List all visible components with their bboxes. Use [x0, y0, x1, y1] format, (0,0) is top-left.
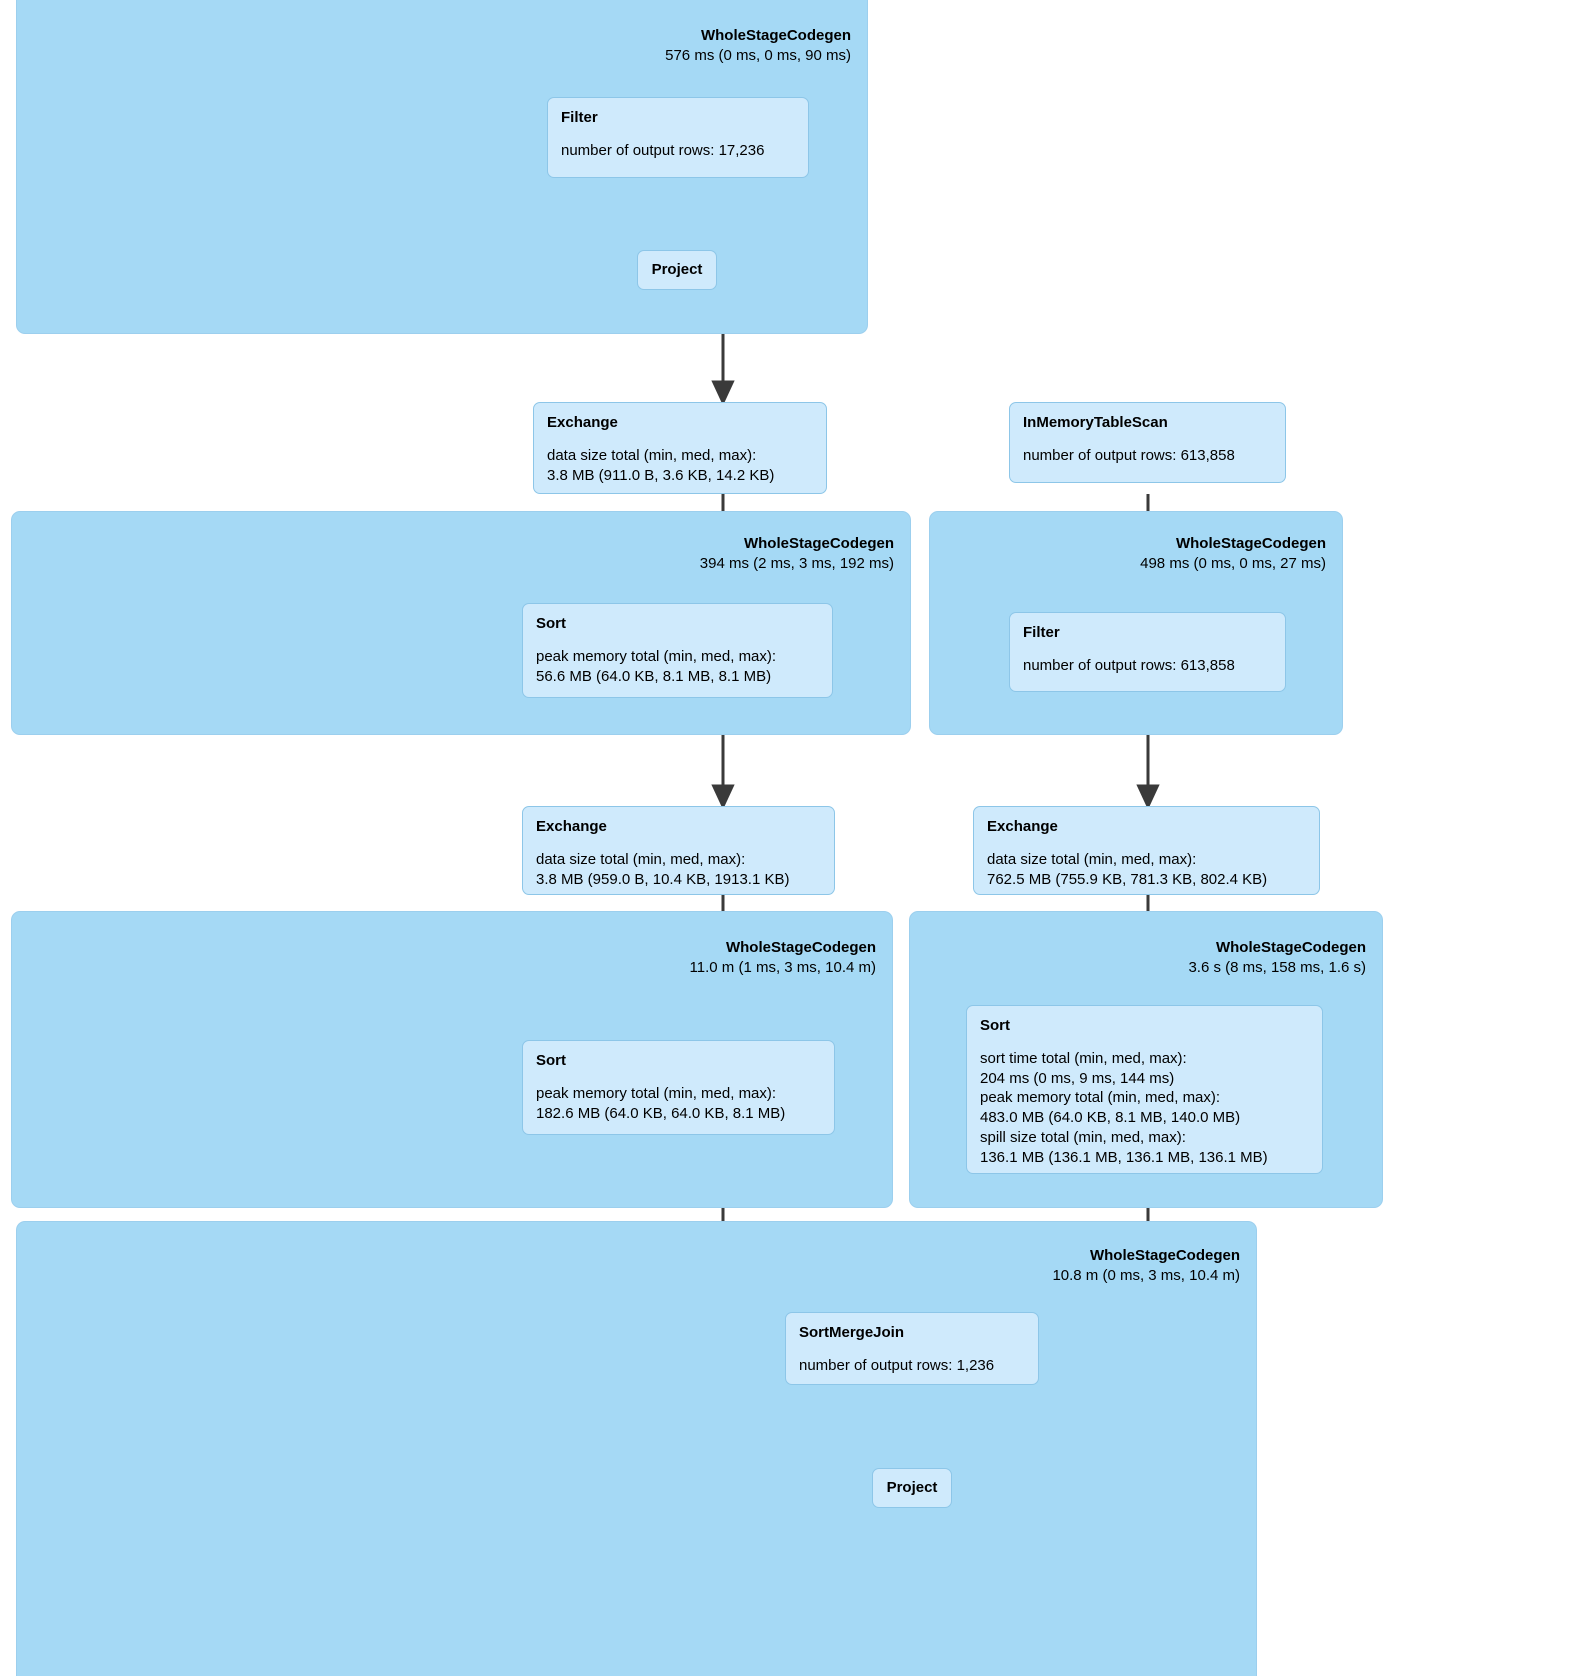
node-metrics: sort time total (min, med, max): 204 ms …: [980, 1049, 1268, 1166]
node-metrics: data size total (min, med, max): 3.8 MB …: [547, 446, 775, 484]
operator-node-sort-3[interactable]: Sort sort time total (min, med, max): 20…: [966, 1005, 1323, 1174]
operator-node-exchange-3[interactable]: Exchange data size total (min, med, max)…: [973, 806, 1320, 895]
stage-label: WholeStageCodegen 394 ms (2 ms, 3 ms, 19…: [700, 534, 894, 575]
stage-metric: 498 ms (0 ms, 0 ms, 27 ms): [1140, 555, 1326, 573]
stage-metric: 576 ms (0 ms, 0 ms, 90 ms): [665, 47, 851, 65]
operator-node-exchange-2[interactable]: Exchange data size total (min, med, max)…: [522, 806, 835, 895]
operator-node-sort-1[interactable]: Sort peak memory total (min, med, max): …: [522, 603, 833, 698]
node-title: Project: [651, 260, 703, 278]
stage-title: WholeStageCodegen: [1175, 535, 1326, 552]
node-title: Filter: [561, 109, 598, 126]
node-title: Exchange: [987, 818, 1058, 835]
operator-node-filter[interactable]: Filter number of output rows: 17,236: [547, 97, 809, 178]
node-title: Exchange: [536, 818, 607, 835]
node-title: Sort: [536, 1052, 566, 1069]
operator-node-sort-2[interactable]: Sort peak memory total (min, med, max): …: [522, 1040, 835, 1135]
node-metrics: number of output rows: 1,236: [799, 1356, 995, 1374]
node-title: Sort: [536, 615, 566, 632]
stage-metric: 11.0 m (1 ms, 3 ms, 10.4 m): [689, 959, 876, 977]
node-metrics: number of output rows: 613,858: [1023, 656, 1235, 674]
stage-title: WholeStageCodegen: [1089, 1247, 1240, 1264]
operator-node-filter-2[interactable]: Filter number of output rows: 613,858: [1009, 612, 1286, 692]
node-title: Sort: [980, 1017, 1010, 1034]
stage-label: WholeStageCodegen 576 ms (0 ms, 0 ms, 90…: [665, 26, 851, 67]
stage-title: WholeStageCodegen: [700, 27, 851, 44]
stage-label: WholeStageCodegen 498 ms (0 ms, 0 ms, 27…: [1140, 534, 1326, 575]
stage-label: WholeStageCodegen 10.8 m (0 ms, 3 ms, 10…: [1052, 1246, 1240, 1287]
operator-node-project-2[interactable]: Project: [872, 1468, 952, 1508]
node-title: Filter: [1023, 624, 1060, 641]
node-title: Exchange: [547, 414, 618, 431]
node-metrics: number of output rows: 613,858: [1023, 446, 1235, 464]
node-title: SortMergeJoin: [799, 1324, 905, 1341]
stage-title: WholeStageCodegen: [1215, 939, 1366, 956]
node-metrics: peak memory total (min, med, max): 56.6 …: [536, 647, 777, 685]
node-title: Project: [886, 1478, 938, 1496]
stage-label: WholeStageCodegen 11.0 m (1 ms, 3 ms, 10…: [690, 938, 876, 979]
stage-wholestagecodegen-6[interactable]: WholeStageCodegen 10.8 m (0 ms, 3 ms, 10…: [16, 1221, 1257, 1676]
node-metrics: data size total (min, med, max): 762.5 M…: [987, 850, 1268, 888]
operator-node-exchange-1[interactable]: Exchange data size total (min, med, max)…: [533, 402, 827, 494]
node-metrics: peak memory total (min, med, max): 182.6…: [536, 1084, 786, 1122]
stage-metric: 394 ms (2 ms, 3 ms, 192 ms): [699, 555, 894, 573]
node-metrics: data size total (min, med, max): 3.8 MB …: [536, 850, 790, 888]
stage-metric: 3.6 s (8 ms, 158 ms, 1.6 s): [1188, 959, 1366, 977]
stage-title: WholeStageCodegen: [743, 535, 894, 552]
operator-node-inmemorytablescan[interactable]: InMemoryTableScan number of output rows:…: [1009, 402, 1286, 483]
stage-title: WholeStageCodegen: [725, 939, 876, 956]
operator-node-sortmergejoin[interactable]: SortMergeJoin number of output rows: 1,2…: [785, 1312, 1039, 1385]
node-title: InMemoryTableScan: [1023, 414, 1168, 431]
stage-metric: 10.8 m (0 ms, 3 ms, 10.4 m): [1052, 1267, 1240, 1285]
node-metrics: number of output rows: 17,236: [561, 141, 765, 159]
operator-node-project[interactable]: Project: [637, 250, 717, 290]
stage-label: WholeStageCodegen 3.6 s (8 ms, 158 ms, 1…: [1188, 938, 1366, 979]
